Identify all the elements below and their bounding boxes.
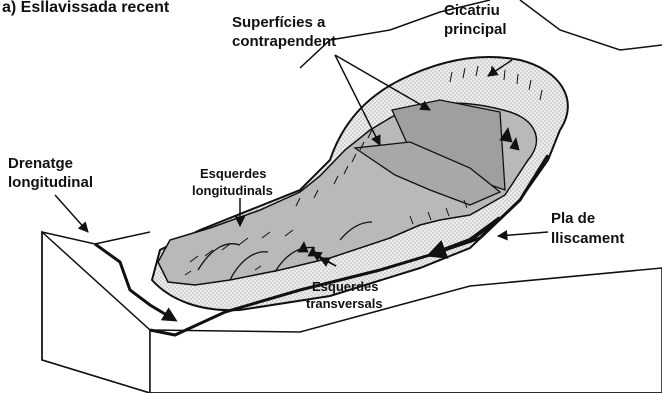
label-esq-trans-line2: transversals xyxy=(306,296,383,311)
label-pla-line2: lliscament xyxy=(551,230,624,247)
label-pla-line1: Pla de xyxy=(551,210,595,227)
label-esq-long-line2: longitudinals xyxy=(192,183,273,198)
label-drenatge-line2: longitudinal xyxy=(8,174,93,191)
label-cicatriu-line2: principal xyxy=(444,21,507,38)
label-drenatge-line1: Drenatge xyxy=(8,155,73,172)
label-superficies-line1: Superfícies a xyxy=(232,14,326,31)
label-cicatriu-line1: Cicatriu xyxy=(444,2,500,19)
label-esq-long-line1: Esquerdes xyxy=(200,166,266,181)
arrow-drenatge xyxy=(55,195,88,232)
label-esq-trans-line1: Esquerdes xyxy=(312,279,378,294)
diagram-title: a) Esllavissada recent xyxy=(2,0,170,16)
label-superficies-line2: contrapendent xyxy=(232,33,336,50)
